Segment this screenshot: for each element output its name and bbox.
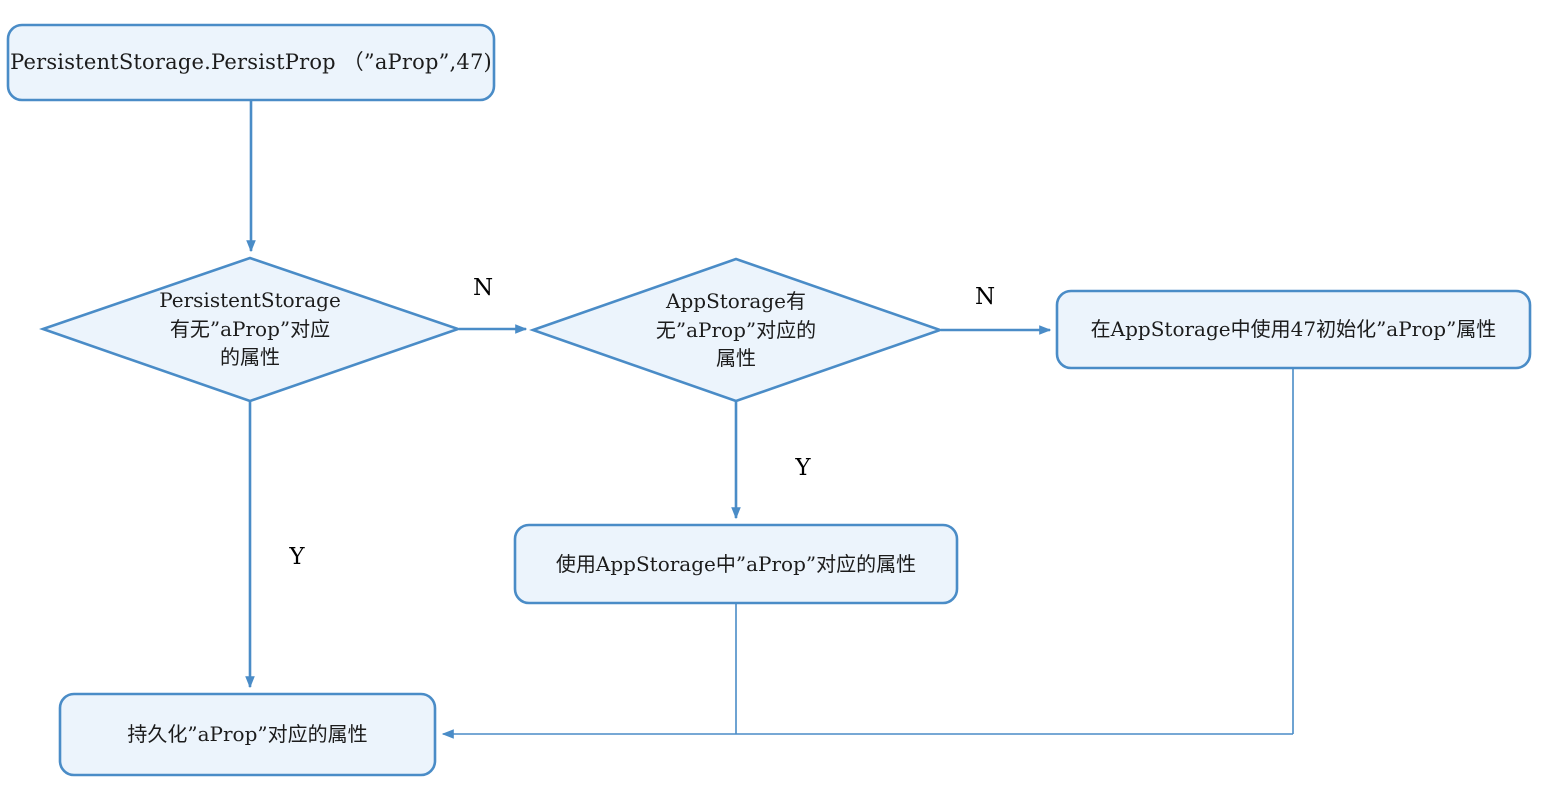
node-persist: [58, 692, 437, 777]
node-use-appstorage: [513, 523, 959, 605]
node-decision-appstorage: [529, 257, 944, 403]
node-init-appstorage: [1055, 289, 1532, 370]
node-decision-persistentstorage: [39, 256, 462, 403]
node-start: [6, 23, 496, 102]
